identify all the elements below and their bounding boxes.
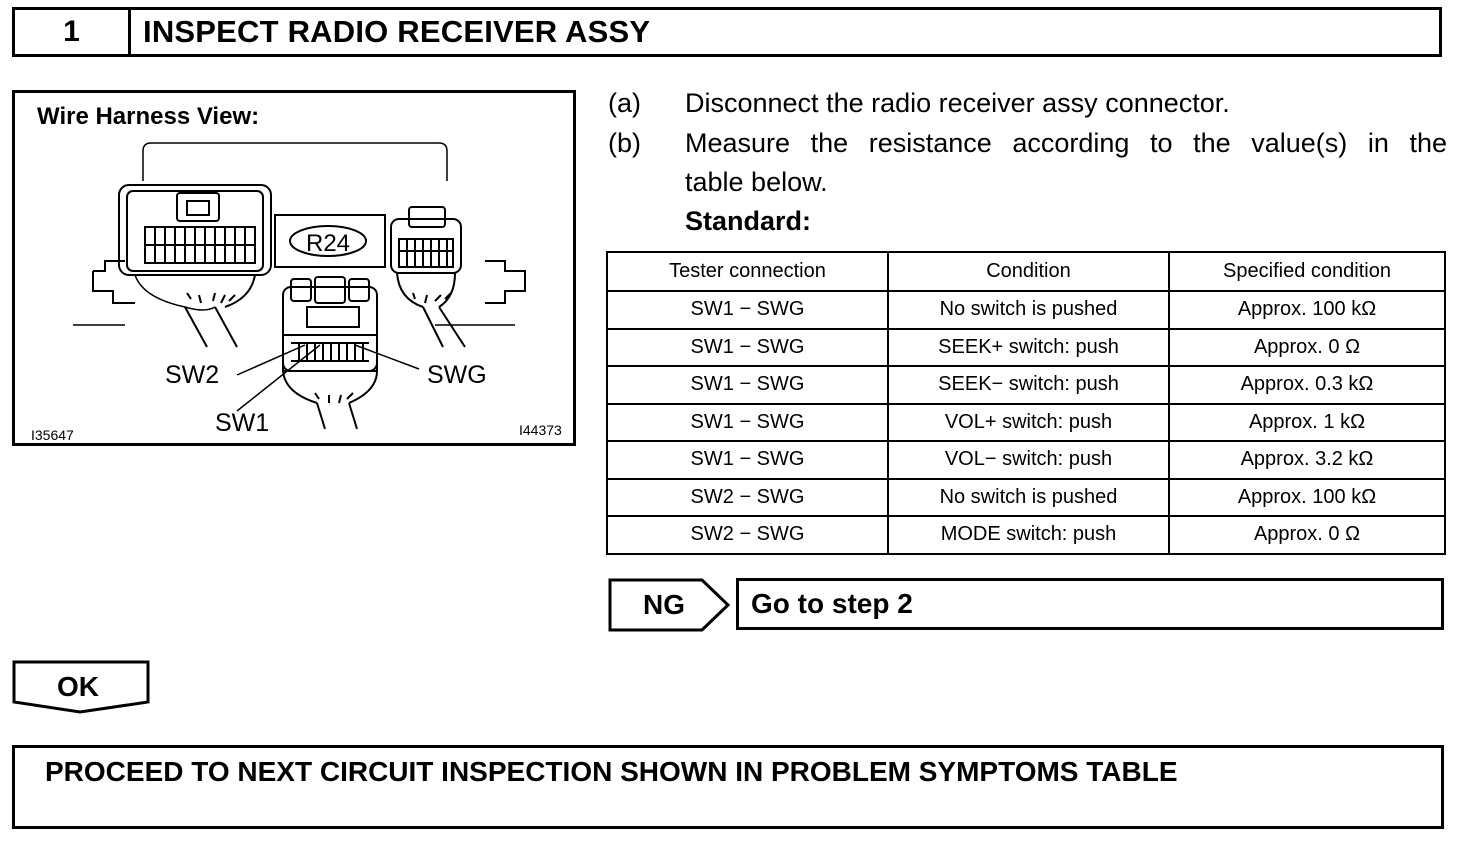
standard-label: Standard: bbox=[685, 206, 812, 236]
table-row: SW1 − SWG SEEK+ switch: push Approx. 0 Ω bbox=[606, 327, 1446, 367]
resistance-spec-table: Tester connection Condition Specified co… bbox=[606, 251, 1446, 555]
cell-tester-connection: SW1 − SWG bbox=[606, 440, 889, 480]
ng-label: NG bbox=[643, 589, 685, 620]
cell-condition: No switch is pushed bbox=[887, 477, 1170, 517]
cell-tester-connection: SW1 − SWG bbox=[606, 402, 889, 442]
cell-condition: SEEK− switch: push bbox=[887, 365, 1170, 405]
cell-condition: VOL− switch: push bbox=[887, 440, 1170, 480]
cell-specified-condition: Approx. 0 Ω bbox=[1168, 515, 1446, 555]
proceed-box: PROCEED TO NEXT CIRCUIT INSPECTION SHOWN… bbox=[12, 745, 1444, 829]
connector-diagram: R24 SW2 SW1 SWG I35647 I44373 bbox=[31, 142, 562, 443]
cell-specified-condition: Approx. 1 kΩ bbox=[1168, 402, 1446, 442]
cell-condition: SEEK+ switch: push bbox=[887, 327, 1170, 367]
header-specified-condition: Specified condition bbox=[1168, 251, 1446, 292]
step-title: INSPECT RADIO RECEIVER ASSY bbox=[143, 14, 651, 49]
cell-condition: VOL+ switch: push bbox=[887, 402, 1170, 442]
cell-condition: No switch is pushed bbox=[887, 290, 1170, 330]
proceed-text: PROCEED TO NEXT CIRCUIT INSPECTION SHOWN… bbox=[45, 756, 1178, 787]
cell-tester-connection: SW1 − SWG bbox=[606, 365, 889, 405]
table-row: SW2 − SWG No switch is pushed Approx. 10… bbox=[606, 477, 1446, 517]
ok-label: OK bbox=[57, 671, 99, 702]
instruction-b-text-line1: Measure the resistance according to the … bbox=[685, 128, 1447, 158]
instruction-a-mark: (a) bbox=[608, 88, 641, 118]
cell-specified-condition: Approx. 3.2 kΩ bbox=[1168, 440, 1446, 480]
cell-specified-condition: Approx. 100 kΩ bbox=[1168, 477, 1446, 517]
ng-action-box: Go to step 2 bbox=[736, 578, 1444, 630]
instruction-b-mark: (b) bbox=[608, 128, 641, 158]
table-row: SW1 − SWG VOL+ switch: push Approx. 1 kΩ bbox=[606, 402, 1446, 442]
table-row: SW2 − SWG MODE switch: push Approx. 0 Ω bbox=[606, 515, 1446, 555]
ng-arrow-box: NG bbox=[608, 578, 731, 632]
pin-label-sw1: SW1 bbox=[215, 409, 269, 437]
table-row: SW1 − SWG SEEK− switch: push Approx. 0.3… bbox=[606, 365, 1446, 405]
instruction-a-text: Disconnect the radio receiver assy conne… bbox=[685, 88, 1230, 118]
cell-specified-condition: Approx. 100 kΩ bbox=[1168, 290, 1446, 330]
header-condition: Condition bbox=[887, 251, 1170, 292]
table-row: SW1 − SWG VOL− switch: push Approx. 3.2 … bbox=[606, 440, 1446, 480]
ok-arrow-box: OK bbox=[12, 660, 150, 714]
figure-id-right: I44373 bbox=[519, 422, 562, 438]
figure-caption: Wire Harness View: bbox=[37, 103, 260, 130]
table-header-row: Tester connection Condition Specified co… bbox=[606, 251, 1446, 292]
wire-harness-figure: R24 SW2 SW1 SWG I35647 I44373 Wire Harne… bbox=[12, 90, 576, 446]
cell-specified-condition: Approx. 0.3 kΩ bbox=[1168, 365, 1446, 405]
cell-tester-connection: SW1 − SWG bbox=[606, 290, 889, 330]
ng-action-text: Go to step 2 bbox=[751, 588, 913, 619]
step-number: 1 bbox=[15, 10, 131, 54]
pin-label-sw2: SW2 bbox=[165, 361, 219, 389]
cell-tester-connection: SW2 − SWG bbox=[606, 515, 889, 555]
figure-id-left: I35647 bbox=[31, 427, 74, 443]
connector-label: R24 bbox=[306, 230, 350, 257]
cell-tester-connection: SW2 − SWG bbox=[606, 477, 889, 517]
cell-tester-connection: SW1 − SWG bbox=[606, 327, 889, 367]
step-header: 1 INSPECT RADIO RECEIVER ASSY bbox=[12, 7, 1442, 57]
cell-condition: MODE switch: push bbox=[887, 515, 1170, 555]
table-row: SW1 − SWG No switch is pushed Approx. 10… bbox=[606, 290, 1446, 330]
header-tester-connection: Tester connection bbox=[606, 251, 889, 292]
cell-specified-condition: Approx. 0 Ω bbox=[1168, 327, 1446, 367]
pin-label-swg: SWG bbox=[427, 361, 487, 389]
instruction-b-text-line2: table below. bbox=[685, 167, 828, 197]
